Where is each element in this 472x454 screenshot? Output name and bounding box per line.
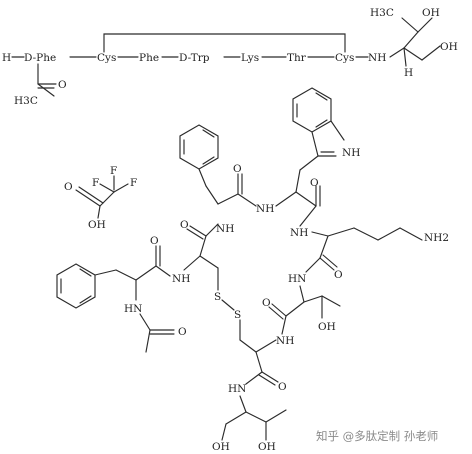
- tfa-o: O: [64, 181, 73, 193]
- tfa-molecule: F F F O OH: [64, 165, 137, 231]
- main-structure: NH O NH O NH NH2 O HN OH: [56, 87, 449, 453]
- tfa-f-left: F: [92, 177, 99, 189]
- residue-phe: Phe: [139, 52, 159, 64]
- stereo-h-label: H: [404, 67, 413, 79]
- thr-oh: OH: [318, 321, 336, 333]
- threoninol-oh-side: OH: [440, 41, 458, 53]
- tfa-f-top: F: [110, 165, 117, 177]
- residue-d-phe: D-Phe: [24, 52, 56, 64]
- bottom-oh-2: OH: [258, 441, 276, 453]
- carbonyl-o-2: O: [310, 177, 319, 189]
- residue-thr: Thr: [287, 52, 307, 64]
- sequence-formula: H D-Phe Cys Phe D-Trp Lys Thr Cys NH H H…: [2, 7, 458, 107]
- phe-benzene-ring: [179, 124, 219, 170]
- acetyl-o-lower: O: [178, 326, 187, 338]
- carbonyl-o-6: O: [180, 219, 189, 231]
- lys-nh2: NH2: [424, 232, 449, 244]
- residue-cys-1: Cys: [97, 52, 116, 64]
- trp-indole-ring: [292, 87, 345, 157]
- residue-cys-2: Cys: [335, 52, 354, 64]
- threoninol-oh-top: OH: [422, 7, 440, 19]
- carbonyl-o-1: O: [233, 163, 242, 175]
- residue-d-trp: D-Trp: [179, 52, 210, 64]
- tfa-oh: OH: [88, 219, 106, 231]
- indole-nh: NH: [342, 147, 360, 159]
- acetyl-ch3: H3C: [14, 95, 38, 107]
- amide-nh-4: NH: [276, 335, 294, 347]
- tfa-f-right: F: [130, 177, 137, 189]
- amide-hn-3: HN: [288, 273, 306, 285]
- watermark-text: 知乎 @多肽定制 孙老师: [316, 429, 438, 443]
- amide-nh-6: NH: [216, 223, 234, 235]
- carbonyl-o-5: O: [278, 381, 287, 393]
- amide-hn-5: HN: [228, 383, 246, 395]
- nh-label-threoninol: NH: [368, 52, 386, 64]
- amide-nh-1: NH: [256, 203, 274, 215]
- h-terminus: H: [2, 52, 11, 64]
- acetyl-o: O: [58, 79, 67, 91]
- acetyl-nh: HN: [124, 303, 142, 315]
- carbonyl-o-3: O: [334, 269, 343, 281]
- sulfur-1: S: [214, 291, 221, 303]
- carbonyl-o-4: O: [262, 297, 271, 309]
- amide-nh-7: NH: [172, 273, 190, 285]
- residue-lys: Lys: [241, 52, 259, 64]
- threoninol-ch3: H3C: [370, 7, 394, 19]
- disulfide-bracket: [103, 33, 346, 53]
- amide-nh-2: NH: [290, 227, 308, 239]
- carbonyl-o-7: O: [150, 235, 159, 247]
- bottom-oh-1: OH: [212, 441, 230, 453]
- dphe-benzene-ring: [56, 263, 96, 309]
- sulfur-2: S: [234, 309, 241, 321]
